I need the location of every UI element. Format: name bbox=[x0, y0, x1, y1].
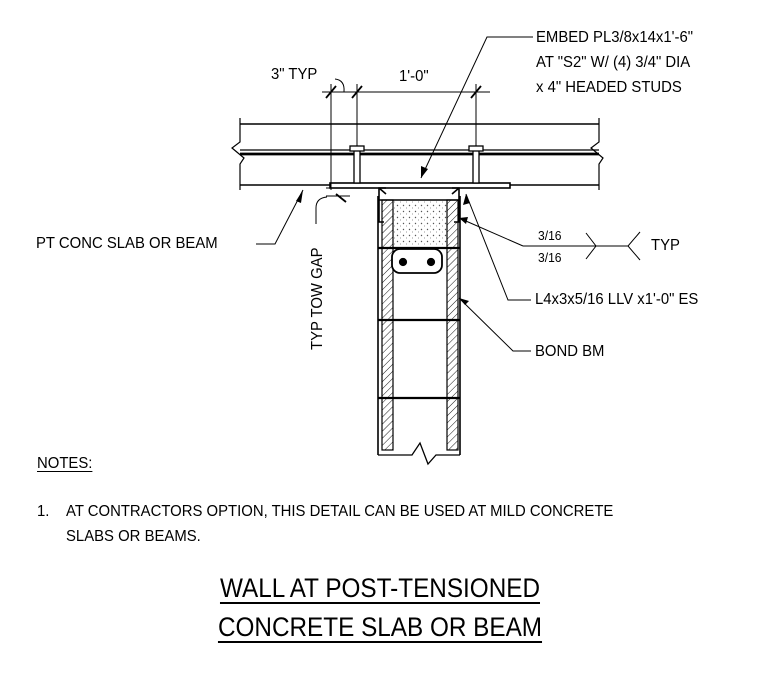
angle-callout: L4x3x5/16 LLV x1'-0" ES bbox=[535, 291, 699, 308]
note-text-line2: SLABS OR BEAMS. bbox=[66, 528, 201, 545]
embed-plate-callout-line3: x 4" HEADED STUDS bbox=[536, 79, 682, 96]
weld-size-top: 3/16 bbox=[538, 228, 562, 243]
bond-beam-callout: BOND BM bbox=[535, 343, 605, 360]
dim-typ-label: 3" TYP bbox=[271, 66, 318, 83]
note-number: 1. bbox=[37, 503, 50, 520]
leader-arrowheads bbox=[296, 166, 470, 305]
detail-title-line2: CONCRETE SLAB OR BEAM bbox=[217, 612, 543, 642]
weld-typ-label: TYP bbox=[651, 237, 680, 254]
dim-spacing-label: 1'-0" bbox=[399, 68, 429, 85]
pt-slab-callout: PT CONC SLAB OR BEAM bbox=[36, 235, 218, 252]
masonry-wall bbox=[377, 196, 461, 466]
embed-plate-callout-line2: AT "S2" W/ (4) 3/4" DIA bbox=[536, 54, 691, 71]
detail-title-line1: WALL AT POST-TENSIONED bbox=[219, 573, 541, 603]
note-text-line1: AT CONTRACTORS OPTION, THIS DETAIL CAN B… bbox=[66, 503, 614, 520]
embed-plate bbox=[329, 145, 511, 189]
leader-lines bbox=[256, 36, 641, 352]
concrete-slab bbox=[231, 118, 604, 190]
notes-heading: NOTES: bbox=[37, 455, 93, 472]
weld-size-bottom: 3/16 bbox=[538, 250, 562, 265]
bond-beam-rebar bbox=[391, 248, 443, 274]
dimension-lines bbox=[315, 78, 490, 224]
embed-plate-callout-line1: EMBED PL3/8x14x1'-6" bbox=[536, 29, 693, 46]
tow-gap-callout: TYP TOW GAP bbox=[309, 247, 326, 350]
